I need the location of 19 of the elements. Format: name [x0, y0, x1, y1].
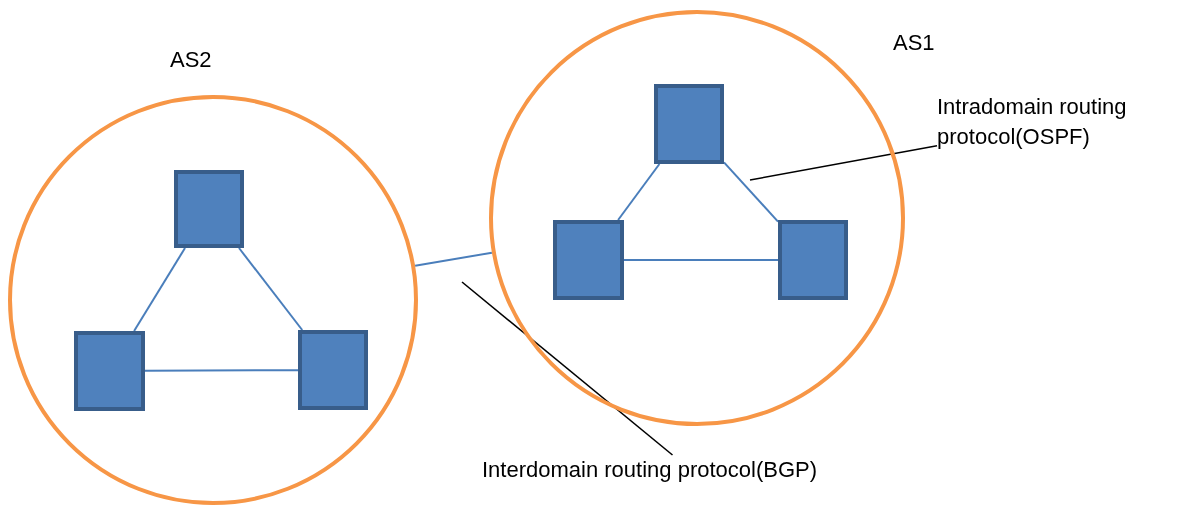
- annotation-text: Interdomain routing protocol(BGP): [482, 455, 902, 487]
- router-box: [74, 331, 145, 411]
- link-line: [133, 247, 186, 332]
- leader-line: [461, 281, 674, 456]
- router-box: [778, 220, 848, 300]
- link-line: [617, 163, 661, 221]
- domain-label: AS2: [170, 47, 212, 73]
- router-box: [298, 330, 368, 410]
- domain-label: AS1: [893, 30, 935, 56]
- link-line: [414, 251, 493, 267]
- leader-line: [749, 145, 938, 181]
- link-line: [238, 247, 304, 331]
- router-box: [174, 170, 244, 248]
- link-line: [723, 161, 779, 223]
- router-box: [553, 220, 624, 300]
- router-box: [654, 84, 724, 164]
- link-line: [623, 259, 779, 261]
- link-line: [144, 369, 299, 372]
- annotation-text: Intradomain routing protocol(OSPF): [937, 92, 1187, 154]
